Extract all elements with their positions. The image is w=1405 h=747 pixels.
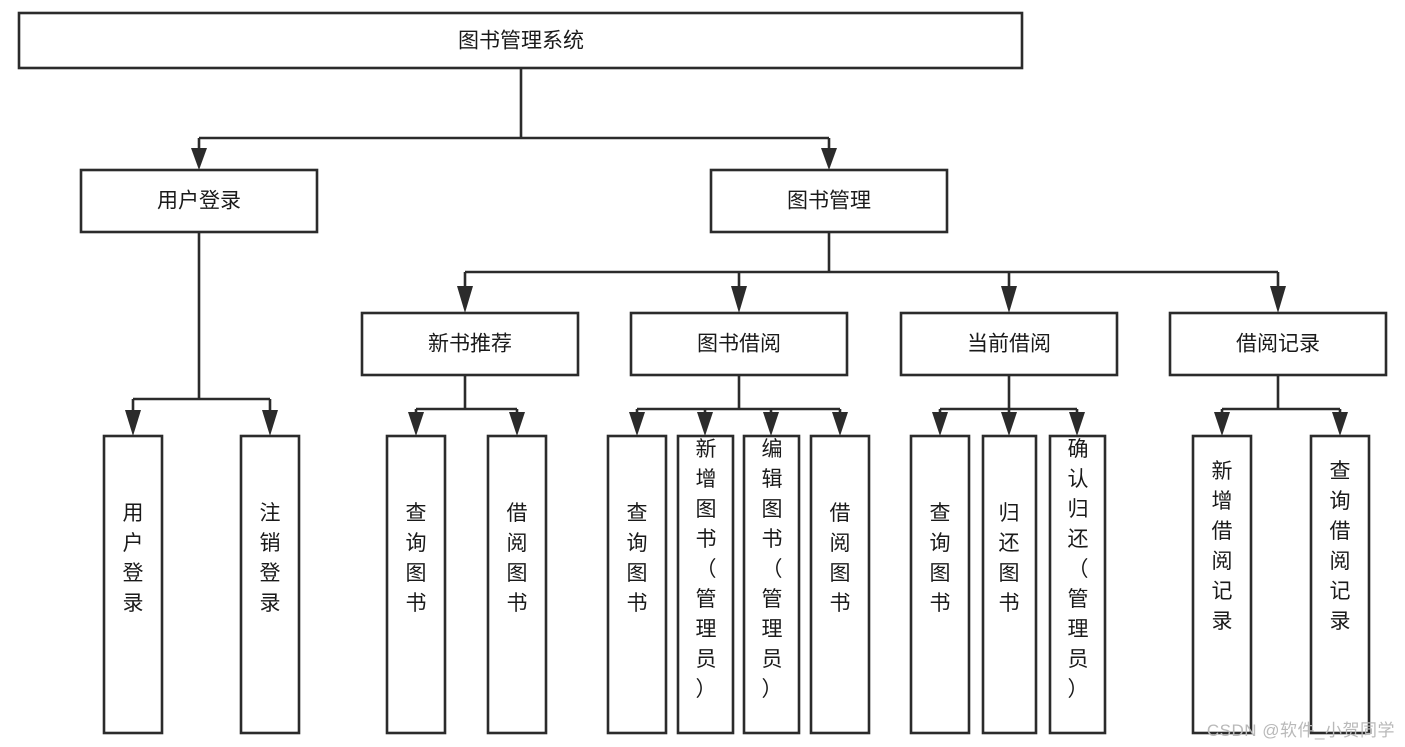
arrowhead-leaf-user-logout	[262, 410, 278, 436]
leaf-query-book-3-label: 查询图书	[930, 502, 951, 615]
leaf-add-book-admin[interactable]: 新增图书（管理员）	[676, 434, 735, 735]
node-root-label: 图书管理系统	[458, 30, 584, 53]
leaf-borrow-book-2-label: 借阅图书	[830, 502, 851, 615]
leaf-confirm-return-admin[interactable]: 确认归还（管理员）	[1048, 434, 1107, 735]
leaf-return-book[interactable]: 归还图书	[981, 434, 1038, 735]
leaf-add-borrow-record-label: 新增借阅记录	[1212, 460, 1233, 633]
node-book-management[interactable]: 图书管理	[709, 168, 949, 234]
leaf-add-book-admin-label: 新增图书（管理员）	[696, 438, 717, 701]
arrowhead-leaf-return-book	[1001, 412, 1017, 436]
arrowhead-leaf-confirm-return-admin	[1069, 412, 1085, 436]
leaf-user-logout-box[interactable]	[239, 434, 301, 735]
node-book-management-label: 图书管理	[787, 190, 871, 213]
leaf-confirm-return-admin-box[interactable]	[1048, 434, 1107, 735]
leaf-query-book-1[interactable]: 查询图书	[385, 434, 447, 735]
leaf-borrow-book-1-box[interactable]	[486, 434, 548, 735]
leaf-query-book-3-box[interactable]	[909, 434, 971, 735]
node-current-borrow-box[interactable]	[899, 311, 1119, 377]
leaf-query-borrow-record-box[interactable]	[1309, 434, 1371, 735]
node-user-login[interactable]: 用户登录	[79, 168, 319, 234]
arrowhead-leaf-borrow-book-1	[509, 412, 525, 436]
leaf-borrow-book-1-label: 借阅图书	[507, 502, 528, 615]
node-user-login-label: 用户登录	[157, 190, 241, 213]
leaf-query-book-2-box[interactable]	[606, 434, 668, 735]
leaf-add-borrow-record[interactable]: 新增借阅记录	[1191, 434, 1253, 735]
leaf-user-login[interactable]: 用户登录	[102, 434, 164, 735]
arrowhead-leaf-add-borrow-record	[1214, 412, 1230, 436]
arrowhead-user-login	[191, 148, 207, 170]
node-borrow-record[interactable]: 借阅记录	[1168, 311, 1388, 377]
node-root[interactable]: 图书管理系统	[17, 11, 1024, 70]
node-book-borrow-label: 图书借阅	[697, 333, 781, 356]
node-borrow-record-label: 借阅记录	[1236, 333, 1320, 356]
leaf-query-book-2-label: 查询图书	[627, 502, 648, 615]
leaf-query-book-2[interactable]: 查询图书	[606, 434, 668, 735]
arrowhead-leaf-query-book-1	[408, 412, 424, 436]
leaf-user-logout-label: 注销登录	[260, 502, 281, 615]
leaf-user-login-box[interactable]	[102, 434, 164, 735]
node-root-box[interactable]	[17, 11, 1024, 70]
arrowhead-leaf-borrow-book-2	[832, 412, 848, 436]
arrowhead-borrow-record	[1270, 286, 1286, 313]
node-book-borrow-box[interactable]	[629, 311, 849, 377]
leaf-add-book-admin-box[interactable]	[676, 434, 735, 735]
leaf-add-borrow-record-box[interactable]	[1191, 434, 1253, 735]
connector-layer	[125, 68, 1348, 436]
arrowhead-leaf-query-book-2	[629, 412, 645, 436]
leaf-confirm-return-admin-label: 确认归还（管理员）	[1068, 438, 1089, 701]
arrowhead-book-management	[821, 148, 837, 170]
node-new-book-recommend-box[interactable]	[360, 311, 580, 377]
csdn-watermark: CSDN @软件_小贺同学	[1206, 721, 1395, 740]
leaf-query-borrow-record-label: 查询借阅记录	[1330, 460, 1351, 633]
arrowhead-leaf-query-book-3	[932, 412, 948, 436]
leaf-query-book-3[interactable]: 查询图书	[909, 434, 971, 735]
leaf-borrow-book-2[interactable]: 借阅图书	[809, 434, 871, 735]
leaf-user-login-label: 用户登录	[123, 502, 144, 615]
leaf-return-book-box[interactable]	[981, 434, 1038, 735]
arrowhead-leaf-add-book-admin	[697, 412, 713, 436]
leaf-return-book-label: 归还图书	[999, 502, 1020, 615]
arrowhead-leaf-user-login	[125, 410, 141, 436]
arrowhead-new-book-recommend	[457, 286, 473, 313]
leaf-edit-book-admin-label: 编辑图书（管理员）	[762, 438, 783, 701]
node-new-book-recommend-label: 新书推荐	[428, 333, 512, 356]
leaf-user-logout[interactable]: 注销登录	[239, 434, 301, 735]
node-new-book-recommend[interactable]: 新书推荐	[360, 311, 580, 377]
leaf-edit-book-admin-box[interactable]	[742, 434, 801, 735]
arrowhead-leaf-query-borrow-record	[1332, 412, 1348, 436]
node-book-management-box[interactable]	[709, 168, 949, 234]
arrowhead-book-borrow	[731, 286, 747, 313]
leaf-borrow-book-2-box[interactable]	[809, 434, 871, 735]
arrowhead-current-borrow	[1001, 286, 1017, 313]
node-book-borrow[interactable]: 图书借阅	[629, 311, 849, 377]
leaf-query-book-1-box[interactable]	[385, 434, 447, 735]
node-user-login-box[interactable]	[79, 168, 319, 234]
leaf-borrow-book-1[interactable]: 借阅图书	[486, 434, 548, 735]
leaf-query-book-1-label: 查询图书	[406, 502, 427, 615]
leaf-edit-book-admin[interactable]: 编辑图书（管理员）	[742, 434, 801, 735]
node-current-borrow[interactable]: 当前借阅	[899, 311, 1119, 377]
node-borrow-record-box[interactable]	[1168, 311, 1388, 377]
leaf-query-borrow-record[interactable]: 查询借阅记录	[1309, 434, 1371, 735]
node-current-borrow-label: 当前借阅	[967, 333, 1051, 356]
arrowhead-leaf-edit-book-admin	[763, 412, 779, 436]
